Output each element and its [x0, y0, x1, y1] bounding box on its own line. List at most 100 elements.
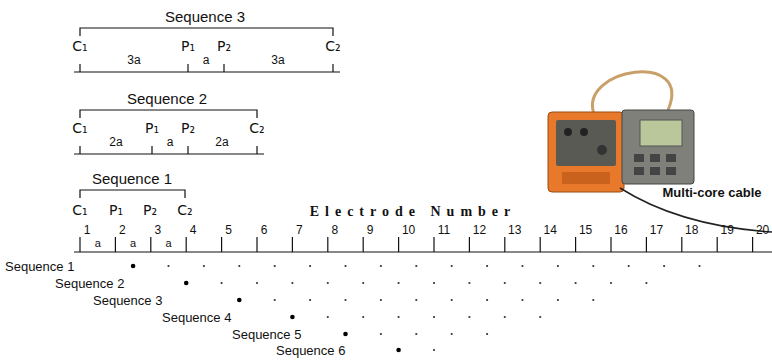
- scale-tick: [187, 146, 188, 154]
- display: [640, 120, 682, 146]
- sequence-heading: Sequence 3: [165, 9, 245, 24]
- datum-point: [592, 265, 594, 267]
- cable-label: Multi-core cable: [663, 186, 762, 199]
- datum-point: [451, 299, 453, 301]
- datum-point: [557, 299, 559, 301]
- datum-point: [290, 315, 295, 320]
- datum-point: [592, 299, 594, 301]
- datum-point: [698, 265, 700, 267]
- sequence-scales: [74, 64, 772, 252]
- datum-point: [486, 299, 488, 301]
- datum-point: [451, 333, 453, 335]
- electrode-label: C₂: [177, 203, 192, 217]
- scale-line: [74, 71, 340, 72]
- electrode-label: P₂: [217, 39, 231, 53]
- spacing-label: a: [203, 54, 210, 66]
- datum-point: [415, 299, 417, 301]
- electrode-tick: [79, 237, 80, 252]
- electrode-tick: [115, 237, 116, 252]
- bracket: [80, 190, 185, 198]
- control-unit: [622, 110, 694, 184]
- electrode-tick: [363, 237, 364, 252]
- electrode-label: C₁: [72, 203, 87, 217]
- meter-case: [548, 112, 624, 192]
- datum-point: [344, 265, 346, 267]
- electrode-label: C₂: [249, 121, 264, 135]
- electrode-number: 10: [402, 224, 415, 236]
- electrode-number: 9: [367, 224, 374, 236]
- electrode-label: C₂: [325, 39, 340, 53]
- sequence-row-label: Sequence 3: [93, 294, 162, 307]
- electrode-label: P₂: [181, 121, 195, 135]
- electrode-tick: [575, 237, 576, 252]
- datum-point: [309, 299, 311, 301]
- datum-point: [380, 299, 382, 301]
- meter-base: [562, 172, 610, 184]
- datum-point: [521, 299, 523, 301]
- datum-point: [415, 333, 417, 335]
- datum-point: [398, 316, 400, 318]
- datum-point: [274, 299, 276, 301]
- sequence-row-label: Sequence 2: [55, 277, 124, 290]
- electrode-number: 3: [154, 224, 161, 236]
- datum-point: [521, 265, 523, 267]
- datum-point: [486, 333, 488, 335]
- electrode-number: 13: [508, 224, 521, 236]
- electrode-tick: [681, 237, 682, 252]
- electrode-number: 18: [685, 224, 698, 236]
- electrode-ticks: [80, 237, 753, 252]
- electrode-tick: [646, 237, 647, 252]
- datum-point: [256, 282, 258, 284]
- datum-point: [327, 282, 329, 284]
- electrode-tick: [327, 237, 328, 252]
- key: [634, 154, 644, 162]
- electrode-number: 8: [331, 224, 338, 236]
- datum-point: [221, 282, 223, 284]
- sequence-brackets: [80, 28, 333, 198]
- sequence-heading: Sequence 1: [92, 171, 172, 186]
- electrode-tick: [540, 237, 541, 252]
- datum-point: [433, 349, 435, 351]
- datum-point: [663, 265, 665, 267]
- electrode-tick: [469, 237, 470, 252]
- spacing-label: a: [167, 136, 174, 148]
- electrode-number: 17: [650, 224, 663, 236]
- electrode-number: 19: [721, 224, 734, 236]
- electrode-number: 14: [544, 224, 557, 236]
- datum-point: [343, 332, 348, 337]
- key: [650, 154, 660, 162]
- datum-point: [237, 298, 242, 303]
- electrode-label: P₁: [109, 203, 123, 217]
- key: [650, 167, 660, 175]
- scale-tick: [79, 64, 80, 72]
- electrode-label: C₁: [72, 121, 87, 135]
- electrode-number: 11: [438, 224, 450, 236]
- datum-point: [628, 265, 630, 267]
- datum-point: [433, 316, 435, 318]
- electrode-label: P₁: [145, 121, 159, 135]
- electrode-tick: [717, 237, 718, 252]
- electrode-tick: [256, 237, 257, 252]
- datum-point: [433, 282, 435, 284]
- scale-tick: [79, 146, 80, 154]
- electrode-number: 16: [614, 224, 627, 236]
- datum-point: [557, 265, 559, 267]
- bracket: [80, 110, 257, 118]
- electrode-number: 20: [756, 224, 769, 236]
- datum-point: [610, 282, 612, 284]
- key: [666, 154, 676, 162]
- datum-point: [380, 333, 382, 335]
- electrode-number: 5: [225, 224, 232, 236]
- datum-point: [451, 265, 453, 267]
- scale-tick: [332, 64, 333, 72]
- connector: [597, 145, 607, 155]
- patch-cable: [592, 72, 671, 114]
- scale-tick: [151, 146, 152, 154]
- bracket: [80, 28, 333, 36]
- scale-tick: [223, 64, 224, 72]
- spacing-label: a: [165, 238, 171, 249]
- electrode-tick: [292, 237, 293, 252]
- datum-point: [203, 265, 205, 267]
- datum-point: [184, 281, 189, 286]
